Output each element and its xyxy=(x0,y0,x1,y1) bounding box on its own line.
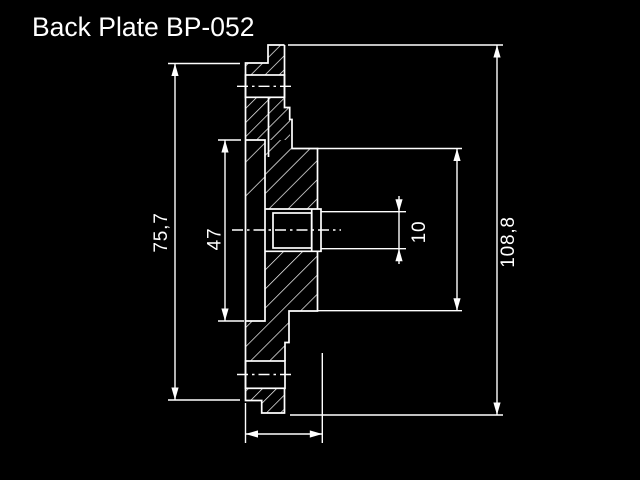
dimension-web-height: 47 xyxy=(205,139,244,322)
hatch-regions xyxy=(245,45,318,413)
overall-height-label: 108,8 xyxy=(498,216,519,268)
dimension-bottom-width xyxy=(244,353,323,443)
dimensions: 75,7 47 10 xyxy=(151,44,519,443)
dimension-flange-height: 75,7 xyxy=(151,62,240,401)
centerlines xyxy=(232,85,341,376)
bore-diameter-label: 10 xyxy=(409,221,430,244)
web-height-label: 47 xyxy=(205,228,226,251)
drawing-title: Back Plate BP-052 xyxy=(32,12,255,42)
flange-height-label: 75,7 xyxy=(151,212,172,252)
dimension-bore-diameter: 10 xyxy=(321,196,430,264)
dimension-hub-height xyxy=(317,147,462,312)
dimension-overall-height: 108,8 xyxy=(288,44,519,416)
